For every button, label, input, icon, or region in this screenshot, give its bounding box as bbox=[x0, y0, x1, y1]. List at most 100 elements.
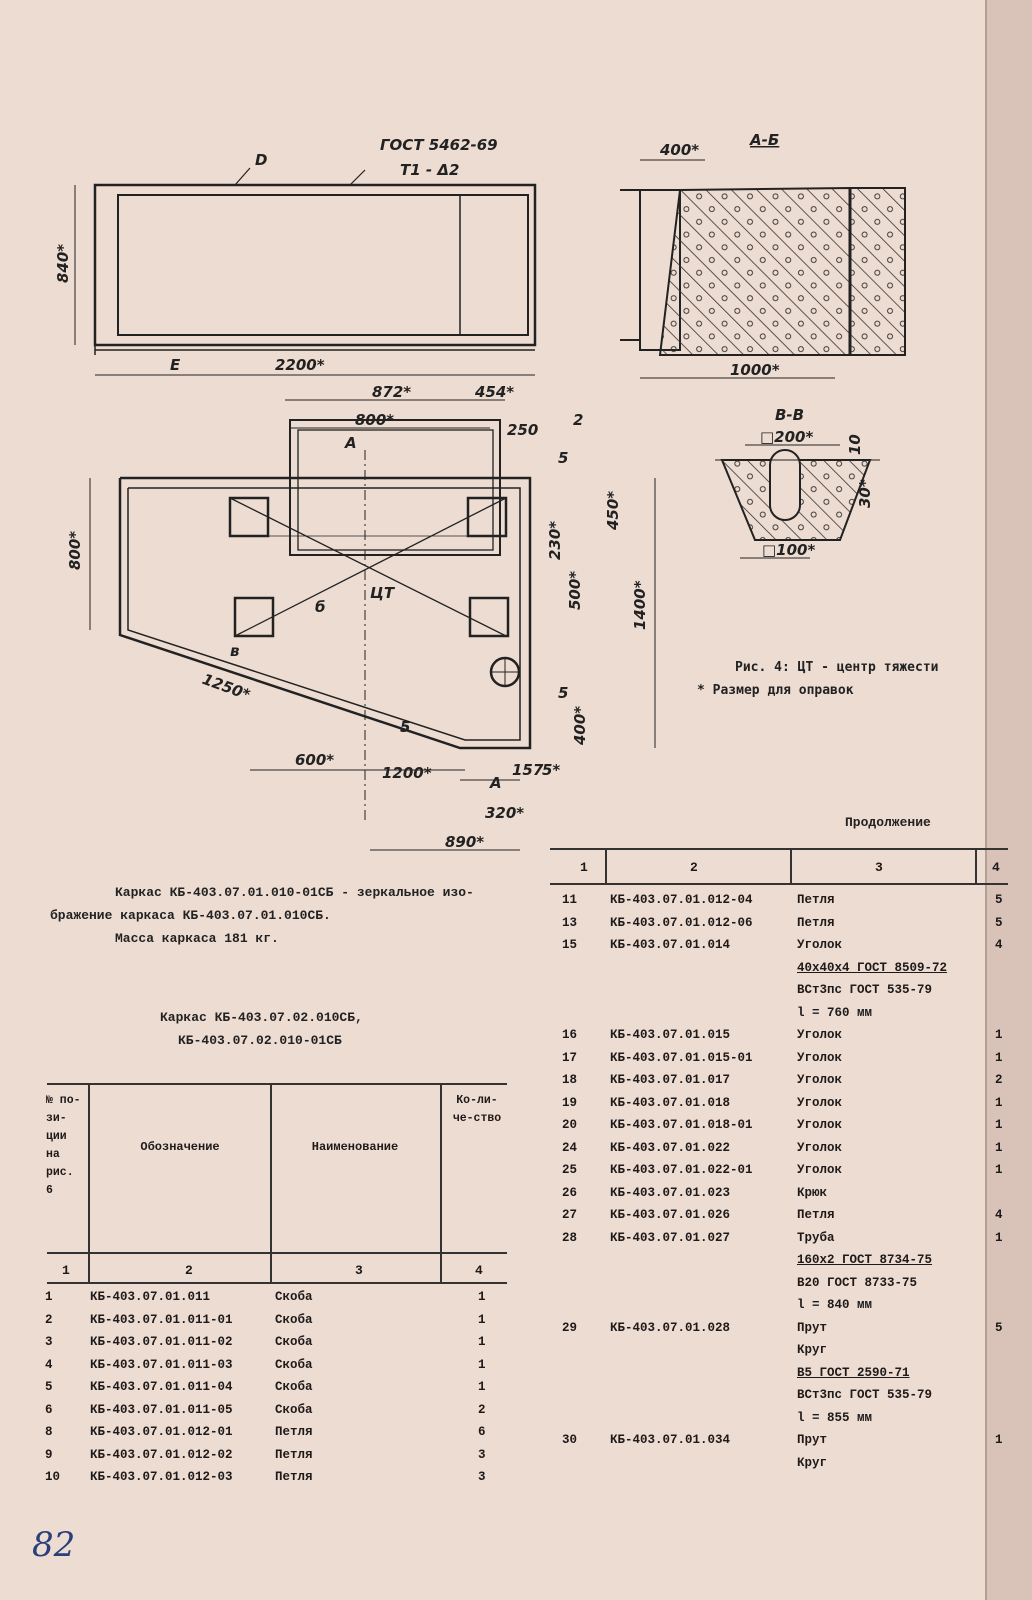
section-ab-label: А-Б bbox=[749, 131, 779, 149]
table-cell-name: В5 ГОСТ 2590-71 bbox=[797, 1365, 910, 1380]
table-cell-name: В20 ГОСТ 8733-75 bbox=[797, 1275, 918, 1290]
table-cell-pos: 6 bbox=[45, 1402, 53, 1417]
table-cell-code: КБ-403.07.01.023 bbox=[610, 1185, 731, 1200]
table-cell-code: КБ-403.07.01.014 bbox=[610, 938, 731, 952]
dim-5-right: 5 bbox=[558, 684, 568, 702]
dim-890: 890* bbox=[445, 833, 484, 851]
table-cell-pos: 8 bbox=[45, 1425, 53, 1439]
table-cell-code: КБ-403.07.01.026 bbox=[610, 1208, 731, 1222]
table-cell-pos: 24 bbox=[562, 1140, 578, 1155]
technical-drawing: ГОСТ 5462-69 Т1 - Δ2 D E 840* 2200* 400*… bbox=[54, 131, 906, 851]
table-cell-name: Скоба bbox=[275, 1312, 313, 1327]
table-cell-name: l = 855 мм bbox=[797, 1410, 873, 1425]
ct-label: ЦТ bbox=[370, 584, 396, 602]
table-cell-qty: 4 bbox=[995, 938, 1003, 952]
table-cell-qty: 1 bbox=[995, 1118, 1003, 1132]
dim-1250: 1250* bbox=[200, 670, 253, 704]
table-cell-code: КБ-403.07.01.012-02 bbox=[90, 1447, 233, 1462]
label-5-top: 5 bbox=[558, 449, 568, 467]
weld-top-label: Т1 - Δ2 bbox=[400, 161, 459, 179]
table-cell-name: l = 840 мм bbox=[797, 1298, 873, 1312]
dim-400-top: 400* bbox=[659, 141, 699, 159]
dim-157: 157 bbox=[512, 761, 544, 779]
table-cell-name: 160х2 ГОСТ 8734-75 bbox=[797, 1253, 933, 1267]
table-cell-code: КБ-403.07.01.034 bbox=[610, 1433, 731, 1447]
table-cell-code: КБ-403.07.01.022 bbox=[610, 1140, 731, 1155]
table-cell-code: КБ-403.07.01.011-02 bbox=[90, 1335, 233, 1349]
table-cell-code: КБ-403.07.01.012-04 bbox=[610, 893, 753, 907]
label-a-top: А bbox=[344, 434, 357, 452]
table-cell-name: l = 760 мм bbox=[797, 1005, 873, 1020]
table-cell-name: Петля bbox=[797, 915, 835, 930]
table-cell-name: Крюк bbox=[797, 1185, 828, 1200]
table-cell-code: КБ-403.07.01.012-01 bbox=[90, 1425, 233, 1439]
left-text-line2: бражение каркаса КБ-403.07.01.010СБ. bbox=[50, 908, 331, 923]
table-cell-pos: 3 bbox=[45, 1335, 53, 1349]
col-num-2: 2 bbox=[185, 1263, 193, 1278]
table-cell-name: Петля bbox=[275, 1447, 313, 1462]
table-cell-pos: 11 bbox=[562, 893, 578, 907]
table-cell-pos: 19 bbox=[562, 1095, 578, 1110]
table-cell-pos: 27 bbox=[562, 1208, 578, 1222]
table-cell-name: Круг bbox=[797, 1343, 828, 1357]
col-num-4: 4 bbox=[475, 1263, 483, 1278]
table-cell-pos: 16 bbox=[562, 1028, 578, 1042]
table-cell-name: Уголок bbox=[797, 1050, 843, 1065]
dim-600: 600* bbox=[295, 751, 334, 769]
table-cell-pos: 13 bbox=[562, 915, 578, 930]
table-cell-name: Прут bbox=[797, 1320, 828, 1335]
dim-500: 500* bbox=[566, 571, 584, 610]
left-text-line1: Каркас КБ-403.07.01.010-01СБ - зеркально… bbox=[115, 885, 474, 900]
gost-top-label: ГОСТ 5462-69 bbox=[380, 136, 498, 154]
dim-5-bottom: 5* bbox=[542, 761, 560, 779]
table-cell-name: Уголок bbox=[797, 938, 843, 952]
table-cell-qty: 1 bbox=[995, 1140, 1003, 1155]
table-cell-qty: 3 bbox=[478, 1447, 486, 1462]
table-cell-name: ВСт3пс ГОСТ 535-79 bbox=[797, 983, 933, 997]
table-cell-code: КБ-403.07.01.018-01 bbox=[610, 1118, 753, 1132]
label-5-mid: 5 bbox=[400, 718, 410, 736]
table-cell-code: КБ-403.07.01.017 bbox=[610, 1073, 731, 1087]
table-cell-name: Уголок bbox=[797, 1118, 843, 1132]
header-qty: Ко-ли-че-ство bbox=[452, 1094, 502, 1125]
table-cell-pos: 17 bbox=[562, 1050, 578, 1065]
table-cell-qty: 1 bbox=[478, 1290, 486, 1304]
table-cell-qty: 1 bbox=[995, 1095, 1003, 1110]
table-cell-name: Уголок bbox=[797, 1073, 843, 1087]
label-2: 2 bbox=[573, 411, 583, 429]
dim-450: 450* bbox=[604, 491, 622, 531]
table-cell-name: ВСт3пс ГОСТ 535-79 bbox=[797, 1388, 933, 1402]
dim-200sq: □200* bbox=[760, 428, 813, 446]
dim-840: 840* bbox=[54, 244, 72, 283]
table-cell-name: Уголок bbox=[797, 1140, 843, 1155]
table-cell-qty: 2 bbox=[995, 1073, 1003, 1087]
table-cell-qty: 1 bbox=[478, 1357, 486, 1372]
table-cell-pos: 30 bbox=[562, 1433, 578, 1447]
table-cell-qty: 5 bbox=[995, 893, 1003, 907]
figure-caption-line1: Рис. 4: ЦТ - центр тяжести bbox=[735, 660, 939, 675]
dim-872: 872* bbox=[372, 383, 411, 401]
table-cell-qty: 2 bbox=[478, 1402, 486, 1417]
table-cell-pos: 9 bbox=[45, 1447, 53, 1462]
dim-30: 30* bbox=[856, 479, 874, 508]
table-cell-qty: 6 bbox=[478, 1425, 486, 1439]
right-col-num-1: 1 bbox=[580, 860, 588, 875]
left-table-title1: Каркас КБ-403.07.02.010СБ, bbox=[160, 1010, 363, 1025]
dim-250: 250 bbox=[507, 421, 538, 439]
table-cell-code: КБ-403.07.01.015 bbox=[610, 1028, 731, 1042]
table-cell-qty: 1 bbox=[995, 1028, 1003, 1042]
figure-caption-line2: * Размер для оправок bbox=[697, 683, 854, 698]
table-cell-name: Скоба bbox=[275, 1402, 313, 1417]
table-cell-code: КБ-403.07.01.011-05 bbox=[90, 1402, 233, 1417]
dim-2200: 2200* bbox=[275, 356, 325, 374]
table-cell-name: Скоба bbox=[275, 1335, 313, 1349]
table-cell-qty: 1 bbox=[478, 1312, 486, 1327]
dim-1400: 1400* bbox=[631, 580, 649, 630]
right-col-num-4: 4 bbox=[992, 860, 1000, 875]
table-cell-pos: 25 bbox=[562, 1163, 578, 1177]
right-col-num-2: 2 bbox=[690, 860, 698, 875]
table-cell-name: Петля bbox=[275, 1425, 313, 1439]
label-b: б bbox=[315, 598, 325, 616]
table-cell-code: КБ-403.07.01.027 bbox=[610, 1230, 731, 1245]
